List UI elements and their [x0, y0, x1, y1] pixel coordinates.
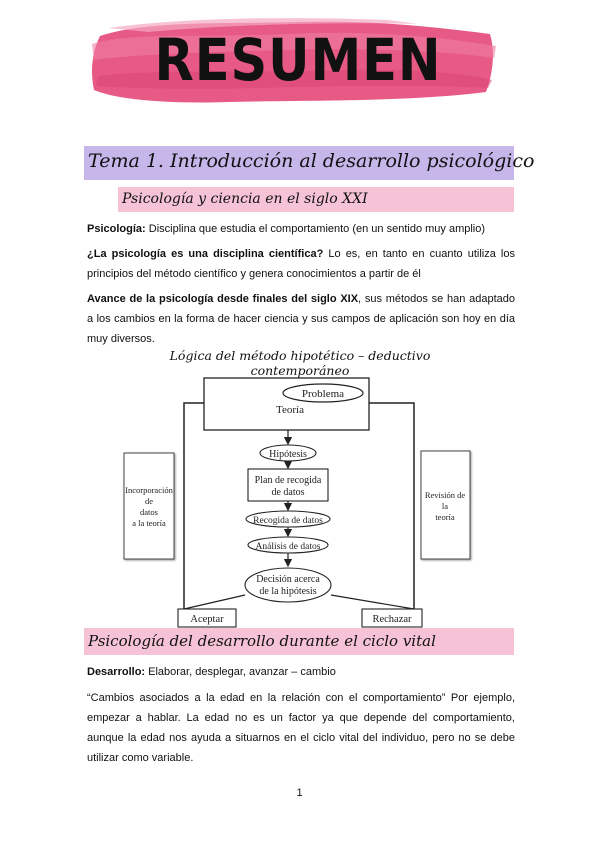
- accept-box: [177, 608, 237, 628]
- advance-text: , sus métodos se han adaptado a los camb…: [87, 293, 515, 345]
- aceptar-label: Aceptar: [190, 614, 224, 625]
- problem-ellipse: [282, 383, 364, 403]
- subsection-band: [118, 187, 514, 212]
- brush-stroke-banner: [92, 18, 496, 103]
- incorp-label-3: datos: [140, 507, 158, 517]
- paragraph-science: ¿La psicología es una disciplina científ…: [87, 244, 515, 284]
- revision-label-1: Revisión de: [425, 490, 466, 500]
- paragraph-desarrollo: Desarrollo: Elaborar, desplegar, avanzar…: [87, 662, 515, 682]
- reject-box: [361, 608, 423, 628]
- decision-label-2: de la hipótesis: [259, 586, 316, 597]
- page-number: 1: [296, 787, 303, 799]
- paragraph-cambios: “Cambios asociados a la edad en la relac…: [87, 688, 515, 768]
- term-psicologia: Psicología:: [87, 223, 146, 235]
- incorp-label-4: a la teoría: [132, 518, 166, 528]
- cambios-text: “Cambios asociados a la edad en la relac…: [87, 692, 515, 764]
- desarrollo-text: Elaborar, desplegar, avanzar – cambio: [145, 666, 336, 678]
- method-flow-diagram: Problema Teoría Hipótesis Plan de recogi…: [123, 377, 471, 628]
- diagram-title: Lógica del método hipotético – deductivo…: [169, 348, 431, 378]
- plan-box: [247, 468, 329, 502]
- page-title: RESUMEN: [154, 26, 442, 94]
- advance-bold: Avance de la psicología desde finales de…: [87, 293, 359, 305]
- plan-label-1: Plan de recogida: [255, 475, 322, 486]
- revision-label-2: la: [442, 501, 448, 511]
- definition-text: Disciplina que estudia el comportamiento…: [145, 223, 486, 235]
- hipotesis-label: Hipótesis: [269, 449, 307, 460]
- section-title: Tema 1. Introducción al desarrollo psico…: [88, 150, 535, 172]
- teoria-label: Teoría: [276, 404, 304, 416]
- incorporation-box: [123, 452, 175, 560]
- decision-ellipse: [244, 567, 332, 603]
- recogida-label: Recogida de datos: [253, 516, 323, 526]
- question-text: ¿La psicología es una disciplina científ…: [87, 248, 324, 260]
- subsection-title: Psicología y ciencia en el siglo XXI: [122, 191, 368, 207]
- decision-label-1: Decisión acerca: [256, 574, 320, 585]
- plan-label-2: de datos: [271, 487, 304, 498]
- paragraph-advance: Avance de la psicología desde finales de…: [87, 289, 515, 349]
- incorp-label-2: de: [145, 496, 153, 506]
- paragraph-definition: Psicología: Disciplina que estudia el co…: [87, 219, 515, 239]
- answer-text: Lo es, en tanto en cuanto utiliza los pr…: [87, 248, 515, 280]
- term-desarrollo: Desarrollo:: [87, 666, 146, 678]
- problema-label: Problema: [302, 388, 344, 400]
- analisis-label: Análisis de datos: [256, 542, 321, 552]
- incorp-label-1: Incorporación: [125, 485, 173, 495]
- rechazar-label: Rechazar: [372, 614, 412, 625]
- revision-label-3: teoría: [435, 512, 455, 522]
- revision-box: [420, 450, 471, 560]
- section-title-band: [84, 146, 514, 180]
- section2-band: [84, 628, 514, 655]
- section2-title: Psicología del desarrollo durante el cic…: [88, 632, 436, 650]
